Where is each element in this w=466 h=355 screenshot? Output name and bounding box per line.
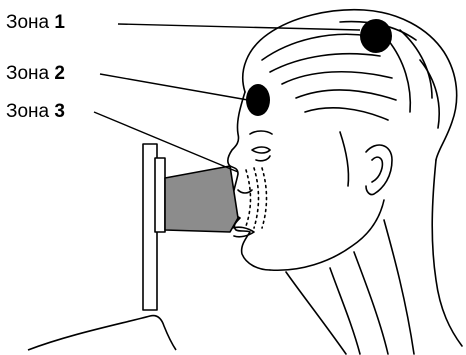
zone-1-number: 1 [54, 12, 65, 33]
neck-muscle-3 [330, 268, 360, 354]
zone-1-marker [360, 19, 392, 53]
stand-base [28, 316, 176, 350]
leader-line-1 [118, 24, 360, 30]
zone-2-word: Зона [6, 63, 49, 84]
zone-1-word: Зона [6, 12, 49, 33]
eye-crease [256, 156, 270, 161]
neck-muscle-2 [354, 252, 388, 354]
hair-strand-4 [296, 90, 396, 100]
eyebrow [250, 131, 272, 134]
ear [366, 145, 392, 194]
hair-strand-2 [270, 54, 380, 72]
jaw [270, 200, 384, 270]
hair-strand-5 [305, 108, 388, 120]
nostril [238, 190, 252, 193]
hair-strand-3 [282, 72, 392, 84]
zone-1-label: Зона 1 [6, 12, 65, 34]
zone-2-number: 2 [54, 63, 65, 84]
contact-zone-middle [254, 168, 259, 228]
zone-2-label: Зона 2 [6, 63, 65, 85]
leader-line-3 [94, 112, 238, 172]
hair-outline [243, 10, 457, 160]
mask-body [165, 166, 238, 232]
zone-3-word: Зона [6, 101, 49, 122]
leader-line-2 [100, 74, 248, 100]
hair-strand-7 [388, 40, 410, 112]
zone-3-label: Зона 3 [6, 101, 65, 123]
mask-mount [155, 158, 165, 232]
hair-strand-8 [420, 60, 439, 128]
neck-muscle-1 [384, 220, 414, 354]
sideburn [340, 132, 349, 186]
contact-zone-inner [246, 170, 251, 226]
neck-front [286, 272, 346, 354]
eye [252, 147, 270, 153]
zone-3-number: 3 [54, 101, 65, 122]
zone-2-marker [246, 84, 270, 116]
neck-back [432, 160, 462, 346]
ear-inner [372, 157, 382, 182]
contact-zone-outer [262, 168, 267, 228]
